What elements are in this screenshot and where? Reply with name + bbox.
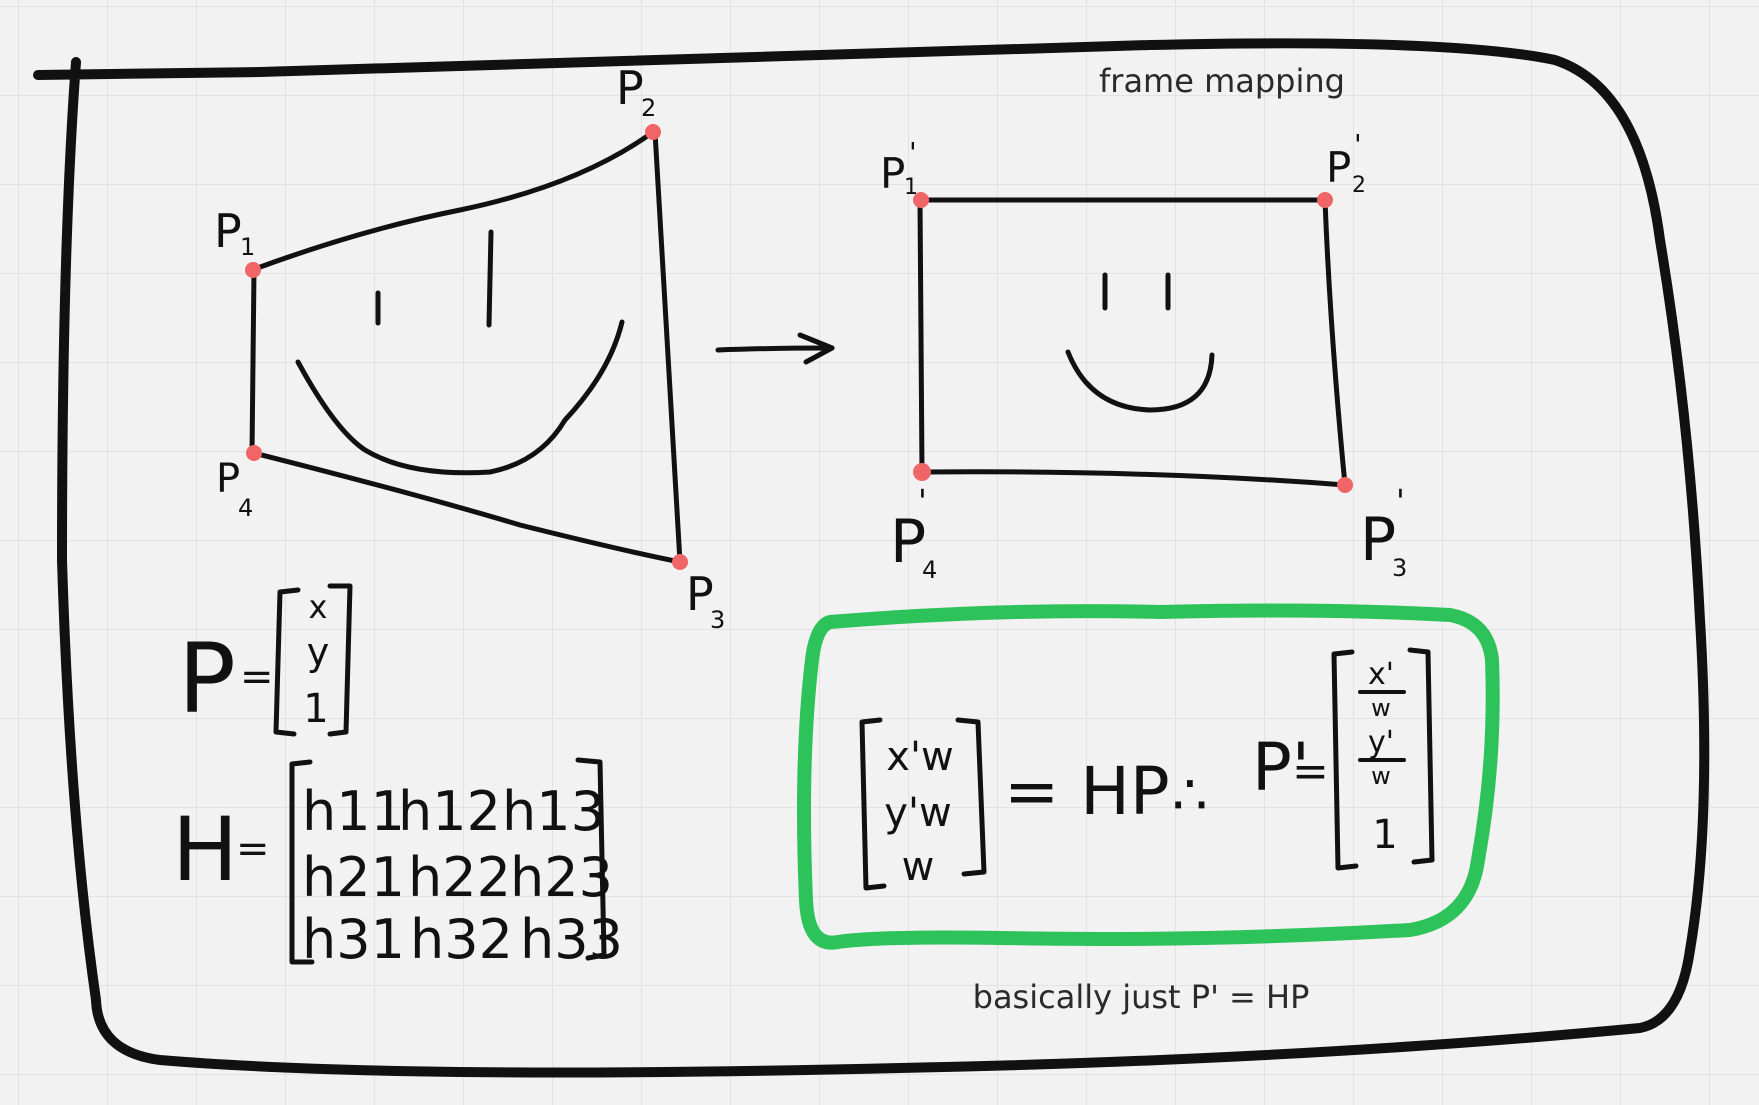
rhs-left-bracket [1331, 649, 1359, 871]
homography-equals: = [236, 826, 270, 872]
target-frame-edge-bottom [919, 469, 1348, 488]
matrix-entry-h23: h23 [510, 846, 613, 909]
lhs-right-bracket [955, 717, 987, 877]
label-p1-prime: P 1 ' [880, 136, 918, 200]
label-p2-prime: P 2 ' [1326, 128, 1366, 198]
matrix-entry-h11: h11 [302, 780, 405, 843]
target-frame-edge-right [1322, 197, 1348, 488]
outer-frame [33, 38, 1710, 1078]
matrix-entry-h33: h33 [520, 908, 623, 971]
corner-dot-p3 [672, 554, 688, 570]
source-frame-edge-left [249, 267, 257, 456]
label-p1: P 1 [214, 204, 255, 261]
rhs-right-bracket [1407, 647, 1435, 865]
therefore-symbol: ∴ [1172, 763, 1208, 828]
svg-text:P: P [1360, 505, 1396, 575]
rhs-entry-1-denominator: w [1371, 694, 1391, 722]
homography-symbol: H [172, 798, 238, 901]
homography-left-bracket [289, 759, 315, 965]
matrix-entry-h13: h13 [502, 780, 605, 843]
highlight-box [797, 603, 1500, 950]
source-smiley-mouth [295, 319, 625, 476]
point-vector-equals: = [240, 654, 274, 700]
matrix-entry-h31: h31 [302, 908, 405, 971]
label-p4-prime: P 4 ' [890, 482, 937, 584]
matrix-entry-h12: h12 [398, 780, 501, 843]
matrix-entry-h22: h22 [408, 846, 511, 909]
lhs-entry-yw: y'w [884, 790, 951, 836]
lhs-entry-w: w [902, 844, 935, 890]
corner-dot-p1 [245, 262, 261, 278]
homography-matrix-equation: H = h11 h12 h13 h21 h22 h23 h31 h32 h33 [172, 757, 623, 971]
rhs-entry-1-numerator: x' [1368, 657, 1394, 692]
svg-text:': ' [1354, 128, 1362, 161]
matrix-entry-h32: h32 [410, 908, 513, 971]
p-prime-equals: = [1292, 746, 1329, 797]
svg-text:4: 4 [922, 556, 937, 584]
lhs-entry-xw: x'w [886, 734, 953, 780]
svg-text:P: P [216, 456, 240, 502]
label-p3: P 3 [686, 567, 725, 634]
svg-text:': ' [909, 136, 917, 169]
corner-dot-p4 [246, 445, 262, 461]
mapping-arrow [715, 332, 835, 365]
point-vector-symbol: P [178, 623, 236, 735]
svg-text:3: 3 [1392, 554, 1407, 582]
point-vector-left-bracket [273, 587, 301, 737]
svg-text:': ' [918, 482, 927, 520]
rhs-entry-2-numerator: y' [1368, 725, 1394, 760]
equals-hp: = HP [1004, 753, 1170, 830]
corner-dot-p1-prime [913, 192, 929, 208]
source-frame-edge-top [249, 129, 656, 273]
svg-text:1: 1 [240, 233, 255, 261]
source-frame-edge-right [652, 129, 683, 565]
svg-text:P: P [616, 61, 644, 115]
p-prime: P' [1252, 729, 1310, 806]
svg-text:P: P [214, 204, 242, 258]
corner-dot-p2-prime [1317, 192, 1333, 208]
point-vector-equation: P = x y 1 [178, 583, 353, 737]
rhs-entry-3: 1 [1372, 812, 1397, 858]
point-vector-entry-y: y [307, 630, 330, 674]
diagram-caption: basically just P' = HP [973, 978, 1310, 1016]
svg-text:3: 3 [710, 606, 725, 634]
point-vector-entry-x: x [309, 588, 328, 626]
svg-text:2: 2 [1352, 173, 1366, 198]
label-p2: P 2 [616, 61, 656, 122]
point-vector-right-bracket [327, 583, 353, 737]
svg-text:': ' [1396, 482, 1405, 520]
source-frame: P 1 P 2 P 3 P 4 [214, 61, 725, 634]
svg-text:P: P [686, 567, 714, 621]
highlighted-equation: x'w y'w w = HP ∴ P' = x' w y' w 1 [859, 647, 1435, 891]
svg-text:2: 2 [641, 94, 656, 122]
svg-text:4: 4 [238, 494, 253, 522]
svg-text:P: P [890, 507, 926, 577]
corner-dot-p3-prime [1337, 477, 1353, 493]
svg-text:P: P [1326, 143, 1351, 192]
corner-dot-p4-prime [913, 463, 931, 481]
point-vector-entry-1: 1 [303, 686, 328, 732]
homography-right-bracket [575, 757, 607, 961]
target-frame-edge-left [917, 197, 925, 475]
svg-text:1: 1 [904, 175, 918, 200]
target-frame: P 1 ' P 2 ' P 3 ' P 4 ' [880, 128, 1407, 584]
rhs-entry-2-denominator: w [1371, 762, 1391, 790]
matrix-entry-h21: h21 [302, 846, 405, 909]
target-smiley-mouth [1065, 349, 1215, 413]
corner-dot-p2 [645, 124, 661, 140]
label-p4: P 4 [216, 456, 253, 522]
lhs-left-bracket [859, 717, 887, 891]
source-smiley-right-eye [486, 229, 494, 328]
diagram-title: frame mapping [1099, 62, 1345, 100]
label-p3-prime: P 3 ' [1360, 482, 1407, 582]
source-frame-edge-bottom [251, 450, 683, 565]
svg-text:P: P [880, 149, 905, 198]
